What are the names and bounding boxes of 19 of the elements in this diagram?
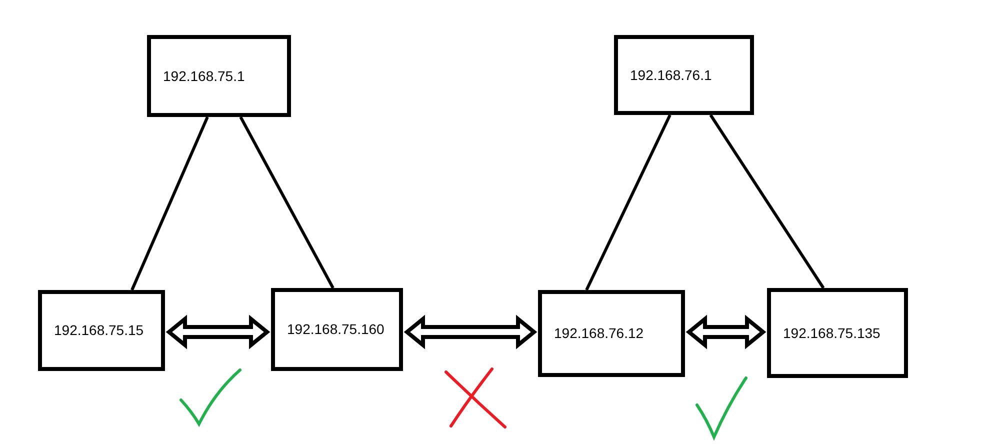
double-arrow	[404, 314, 538, 350]
ip-address: 192.168.75.1	[163, 66, 245, 86]
host-box	[767, 288, 908, 378]
connector-line	[239, 116, 334, 289]
host-box	[271, 288, 403, 371]
ip-address: 192.168.75.160	[287, 320, 384, 339]
double-arrow	[166, 314, 270, 350]
connector-line	[130, 116, 209, 291]
ip-address: 192.168.76.1	[630, 66, 712, 84]
host-box	[38, 290, 165, 371]
ip-address: 192.168.76.12	[554, 324, 644, 343]
ip-address: 192.168.75.15	[54, 321, 144, 340]
ip-address: 192.168.75.135	[783, 324, 880, 342]
connector-line	[585, 114, 672, 291]
host-box	[538, 290, 685, 377]
host-box	[614, 35, 754, 115]
connector-line	[709, 114, 825, 289]
double-arrow	[686, 314, 766, 350]
host-box	[147, 35, 291, 117]
